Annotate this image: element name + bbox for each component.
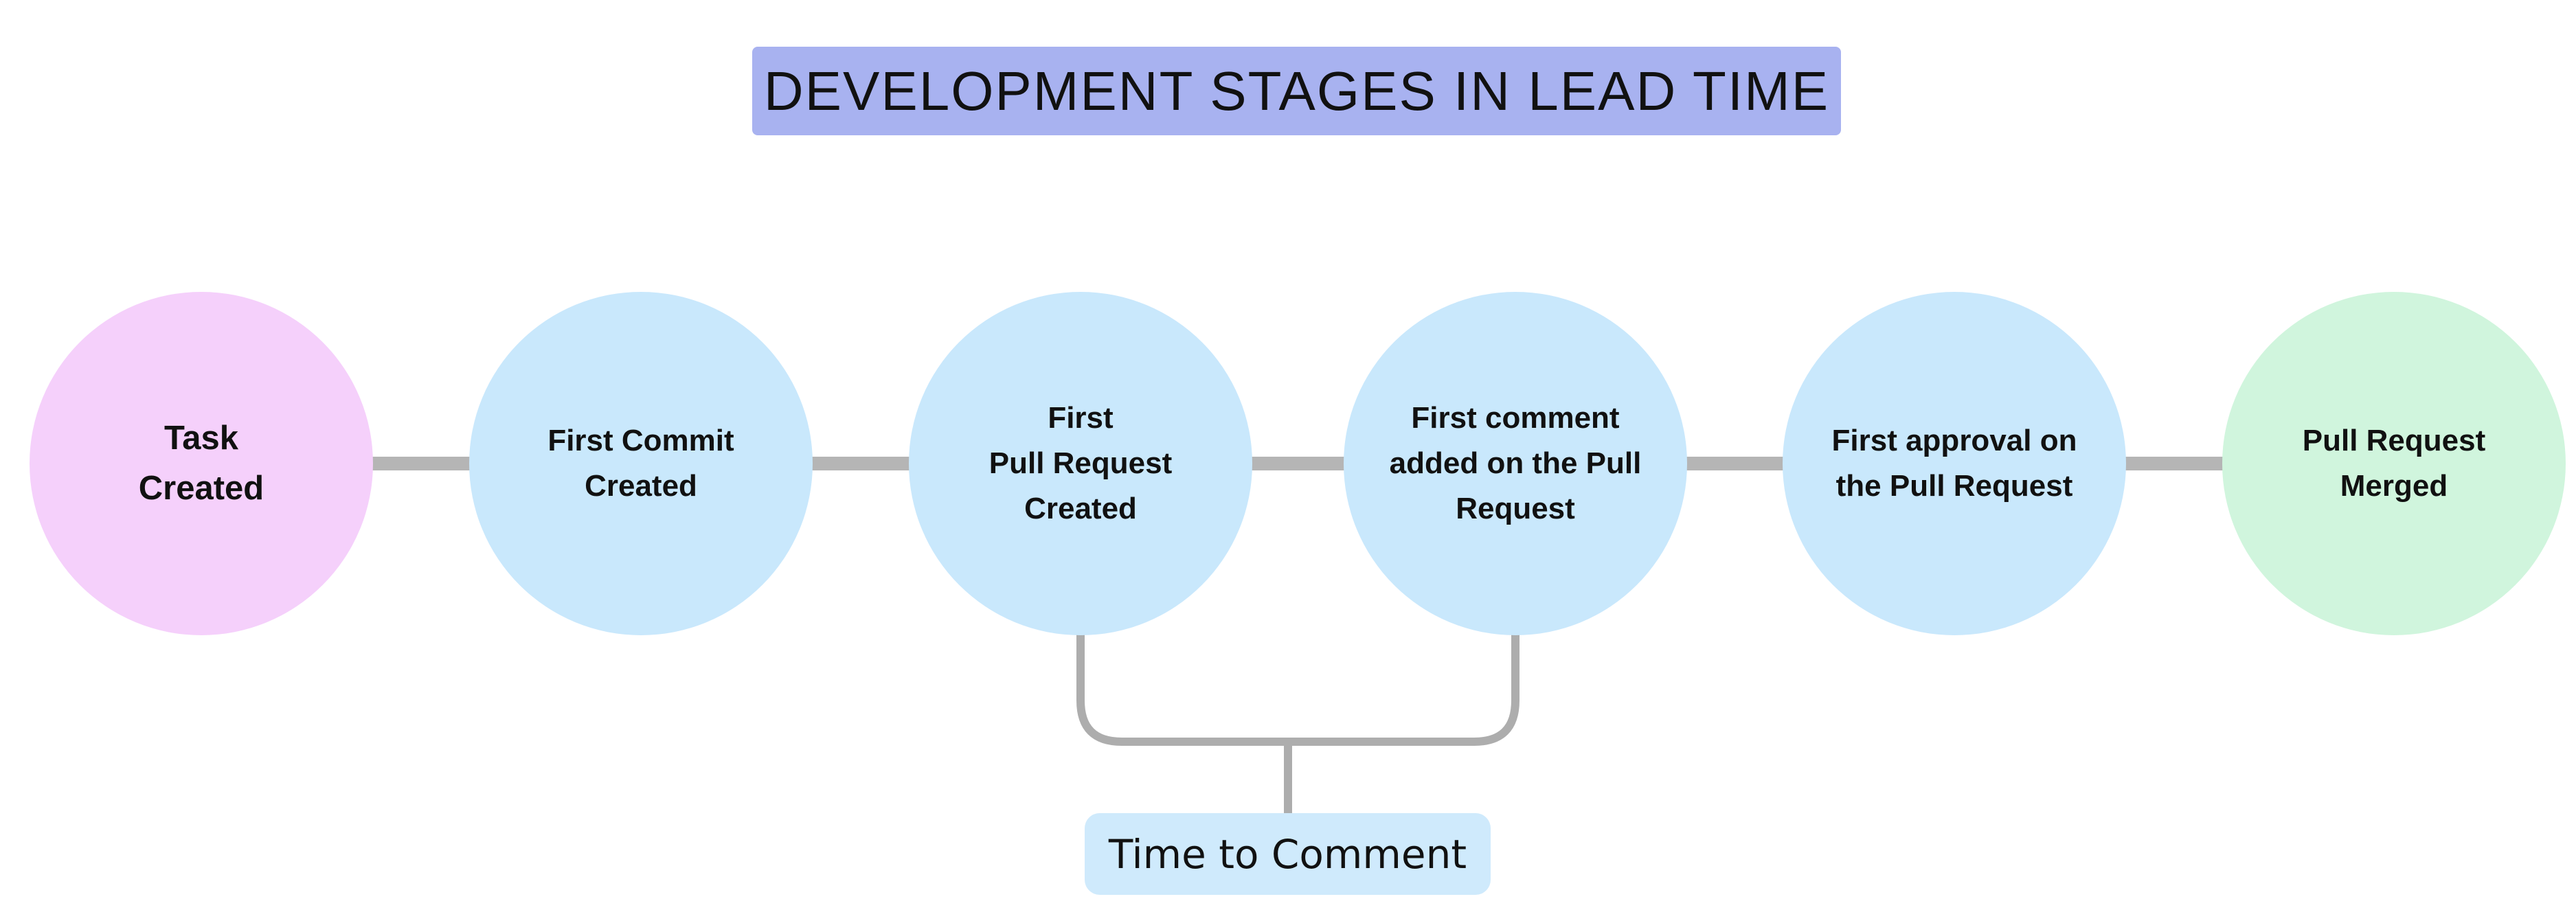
stage-label-line: Request — [1456, 492, 1575, 525]
stage-label-line: First — [1048, 401, 1114, 435]
stage-label-line: Created — [585, 469, 697, 503]
time-to-comment-text: Time to Comment — [1108, 830, 1467, 878]
stage-label-line: Merged — [2340, 469, 2448, 503]
stage-label-line: Created — [1024, 492, 1137, 525]
stage-label-line: First comment — [1411, 401, 1620, 435]
stage-circle-task-created: Task Created — [30, 292, 373, 635]
stage-label-line: the Pull Request — [1835, 469, 2073, 503]
bracket-curve — [1076, 622, 1519, 746]
stage-circle-first-comment-added: First comment added on the Pull Request — [1344, 292, 1687, 635]
stage-label-line: First Commit — [547, 424, 734, 457]
stage-circle-first-approval: First approval on the Pull Request — [1783, 292, 2126, 635]
time-to-comment-label: Time to Comment — [1085, 813, 1491, 895]
stage-label-line: First approval on — [1831, 424, 2077, 457]
stage-label-line: Task — [163, 419, 239, 457]
page-title: DEVELOPMENT STAGES IN LEAD TIME — [763, 60, 1830, 122]
stage-circle-first-pull-request-created: First Pull Request Created — [909, 292, 1252, 635]
stage-label-line: Pull Request — [2302, 424, 2486, 457]
stage-label-line: added on the Pull — [1389, 446, 1642, 480]
stage-label-line: Created — [138, 470, 264, 507]
stage-circle-pull-request-merged: Pull Request Merged — [2222, 292, 2566, 635]
stage-circle-first-commit-created: First Commit Created — [469, 292, 813, 635]
title-banner: DEVELOPMENT STAGES IN LEAD TIME — [752, 47, 1841, 135]
stage-label-line: Pull Request — [988, 446, 1173, 480]
